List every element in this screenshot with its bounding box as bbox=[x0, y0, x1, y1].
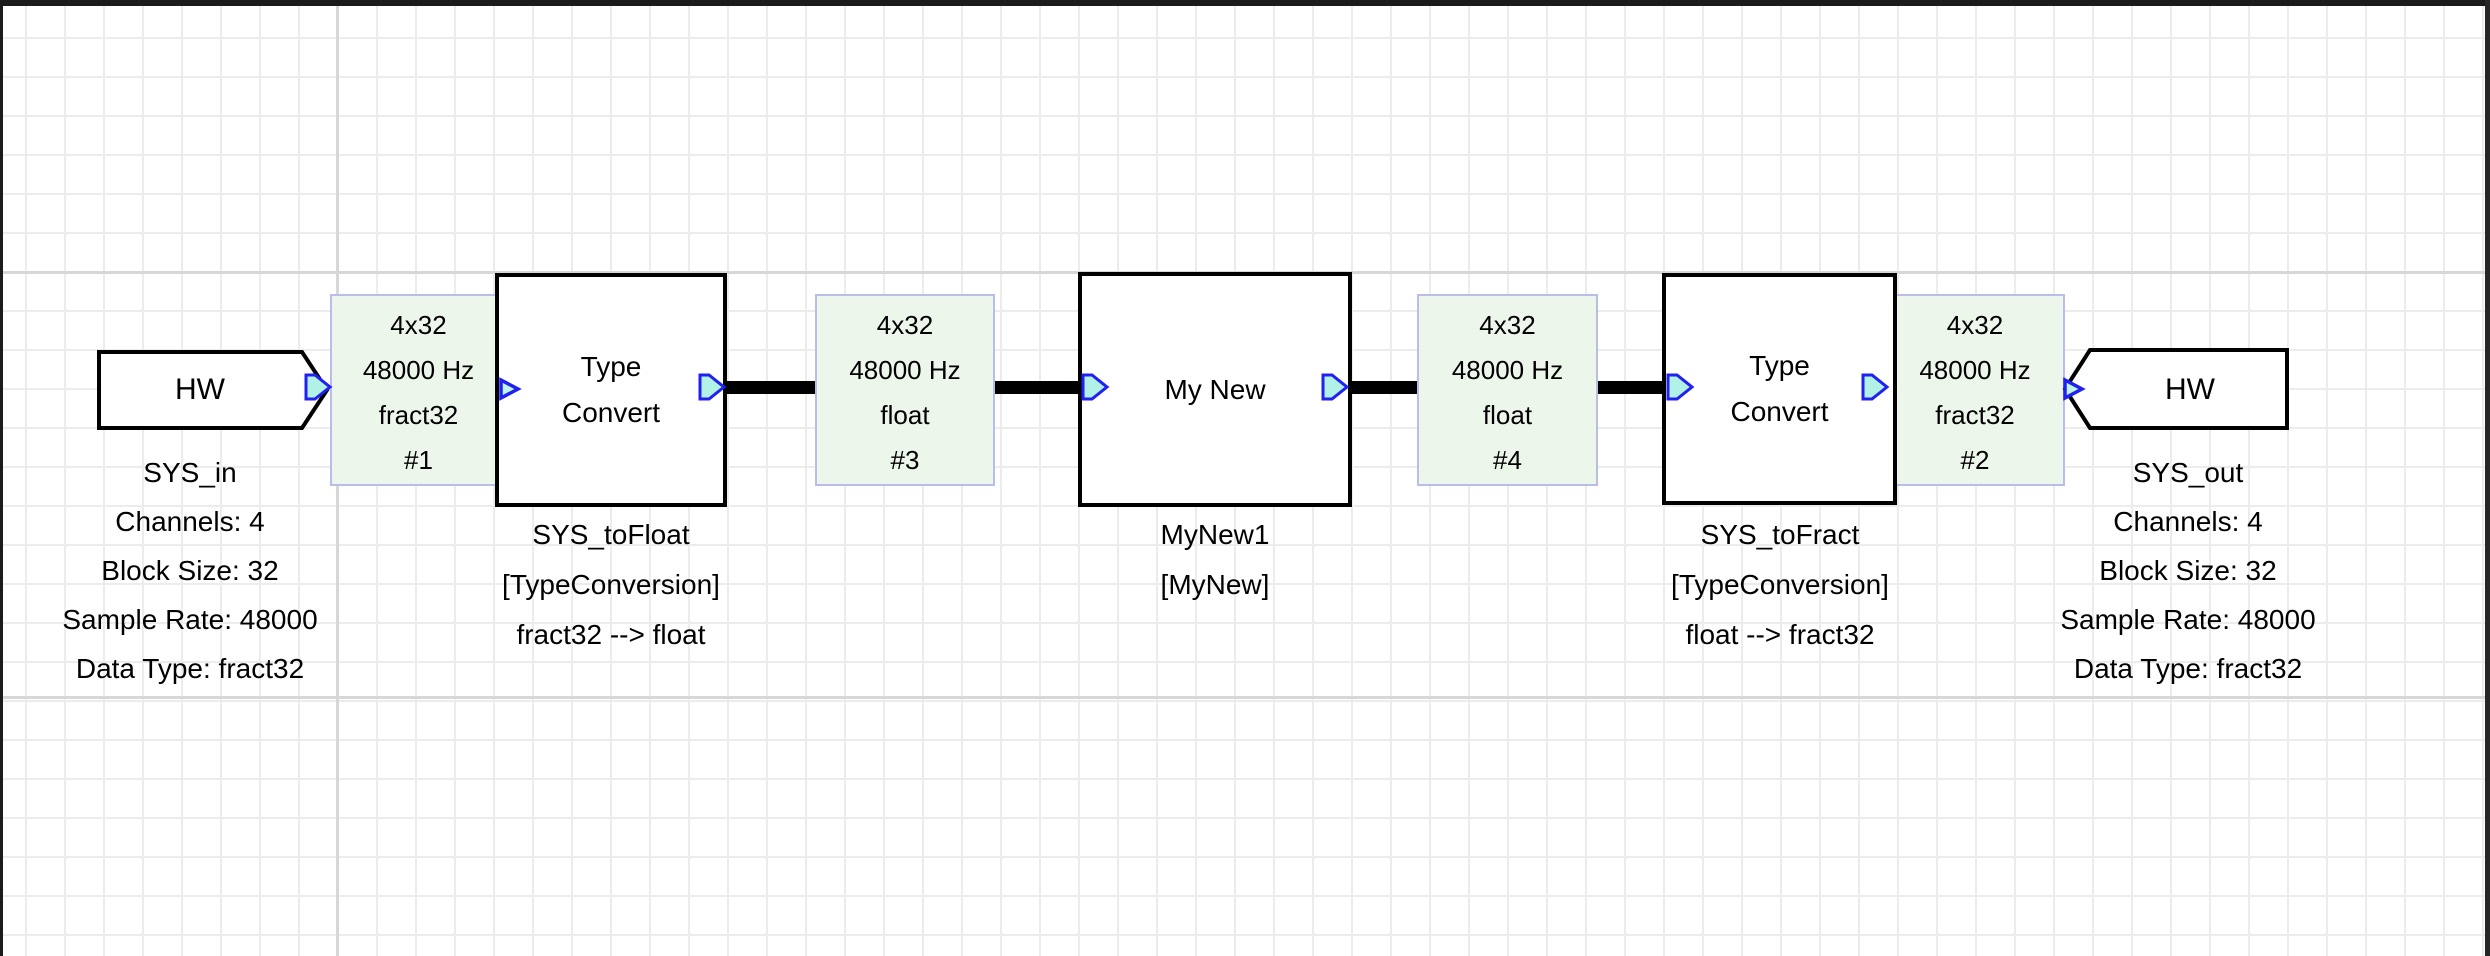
output-port-arrow-icon[interactable] bbox=[303, 372, 333, 402]
caption-line: Channels: 4 bbox=[115, 506, 265, 537]
wire-label-line: 4x32 bbox=[390, 310, 447, 340]
wire-label-line: fract32 bbox=[1935, 400, 2015, 430]
wire-label-line: #3 bbox=[890, 445, 920, 475]
input-port-arrow-icon[interactable] bbox=[1080, 372, 1110, 402]
hw-input-caption: SYS_in Channels: 4 Block Size: 32 Sample… bbox=[62, 448, 317, 693]
wire-pin4-to-toFract[interactable] bbox=[1596, 381, 1666, 394]
input-port-chevron-icon[interactable] bbox=[497, 377, 523, 401]
wire-label-line: 48000 Hz bbox=[362, 355, 475, 385]
input-port-chevron-icon[interactable] bbox=[2061, 377, 2087, 401]
wire-mynew-to-pin4[interactable] bbox=[1348, 381, 1420, 394]
caption-line: Sample Rate: 48000 bbox=[62, 604, 318, 635]
type-convert-1-block[interactable]: Type Convert bbox=[495, 273, 727, 507]
type-convert-1-caption: SYS_toFloat [TypeConversion] fract32 -->… bbox=[502, 510, 720, 660]
hw-output-title: HW bbox=[2165, 373, 2215, 406]
wire-label-line: fract32 bbox=[378, 400, 459, 430]
caption-line: Channels: 4 bbox=[2113, 506, 2263, 537]
caption-line: SYS_out bbox=[2132, 457, 2244, 488]
wire-label-pin3[interactable]: 4x32 48000 Hz float #3 bbox=[815, 294, 995, 486]
wire-label-line: #2 bbox=[1960, 445, 1990, 475]
caption-line: Data Type: fract32 bbox=[2073, 653, 2303, 684]
top-window-edge bbox=[0, 0, 2490, 6]
left-window-edge bbox=[0, 0, 3, 956]
type-convert-2-block[interactable]: Type Convert bbox=[1662, 273, 1897, 505]
hw-output-caption: SYS_out Channels: 4 Block Size: 32 Sampl… bbox=[2060, 448, 2315, 693]
wire-label-pin2[interactable]: 4x32 48000 Hz fract32 #2 bbox=[1885, 294, 2065, 486]
wire-toFloat-to-pin3[interactable] bbox=[723, 381, 819, 394]
block-title-line: Type bbox=[1749, 350, 1810, 381]
caption-line: [TypeConversion] bbox=[502, 569, 720, 600]
wire-label-line: 4x32 bbox=[1946, 310, 2004, 340]
hw-output-block[interactable] bbox=[2061, 346, 2289, 432]
block-title-line: Type bbox=[580, 351, 642, 382]
right-window-edge bbox=[2485, 0, 2490, 956]
wire-label-line: float bbox=[1482, 400, 1533, 430]
caption-line: SYS_toFloat bbox=[532, 519, 690, 550]
caption-line: Sample Rate: 48000 bbox=[2060, 604, 2316, 635]
wire-label-pin4[interactable]: 4x32 48000 Hz float #4 bbox=[1417, 294, 1598, 486]
output-port-arrow-icon[interactable] bbox=[1320, 372, 1350, 402]
mynew-caption: MyNew1 [MyNew] bbox=[1161, 510, 1270, 610]
caption-line: [TypeConversion] bbox=[1671, 569, 1889, 600]
wire-label-line: #4 bbox=[1493, 445, 1522, 475]
caption-line: Block Size: 32 bbox=[2099, 555, 2277, 586]
wire-label-line: 48000 Hz bbox=[849, 355, 961, 385]
wire-label-line: 4x32 bbox=[1479, 310, 1536, 340]
caption-line: SYS_toFract bbox=[1700, 519, 1860, 550]
output-port-arrow-icon[interactable] bbox=[1860, 372, 1890, 402]
wire-label-pin1[interactable]: 4x32 48000 Hz fract32 #1 bbox=[330, 294, 507, 486]
caption-line: MyNew1 bbox=[1160, 519, 1270, 550]
wire-pin3-to-mynew[interactable] bbox=[993, 381, 1081, 394]
input-port-arrow-icon[interactable] bbox=[1665, 372, 1695, 402]
mynew-block[interactable]: My New bbox=[1078, 272, 1352, 507]
wire-label-line: #1 bbox=[404, 445, 433, 475]
caption-line: fract32 --> float bbox=[516, 619, 706, 650]
wire-label-line: 48000 Hz bbox=[1919, 355, 2031, 385]
wire-label-line: 48000 Hz bbox=[1451, 355, 1564, 385]
caption-line: [MyNew] bbox=[1160, 569, 1270, 600]
caption-line: Data Type: fract32 bbox=[75, 653, 305, 684]
block-title-line: Convert bbox=[561, 397, 661, 428]
block-title-line: Convert bbox=[1730, 396, 1829, 427]
type-convert-2-caption: SYS_toFract [TypeConversion] float --> f… bbox=[1671, 510, 1889, 660]
block-title-line: My New bbox=[1164, 373, 1266, 405]
wire-label-line: float bbox=[880, 400, 930, 430]
hw-input-block[interactable] bbox=[97, 348, 331, 432]
caption-line: Block Size: 32 bbox=[101, 555, 279, 586]
hw-input-title: HW bbox=[175, 373, 225, 406]
caption-line: float --> fract32 bbox=[1685, 619, 1875, 650]
grid-major-hline bbox=[0, 696, 2490, 699]
caption-line: SYS_in bbox=[143, 457, 237, 488]
wire-label-line: 4x32 bbox=[876, 310, 934, 340]
output-port-arrow-icon[interactable] bbox=[697, 372, 727, 402]
